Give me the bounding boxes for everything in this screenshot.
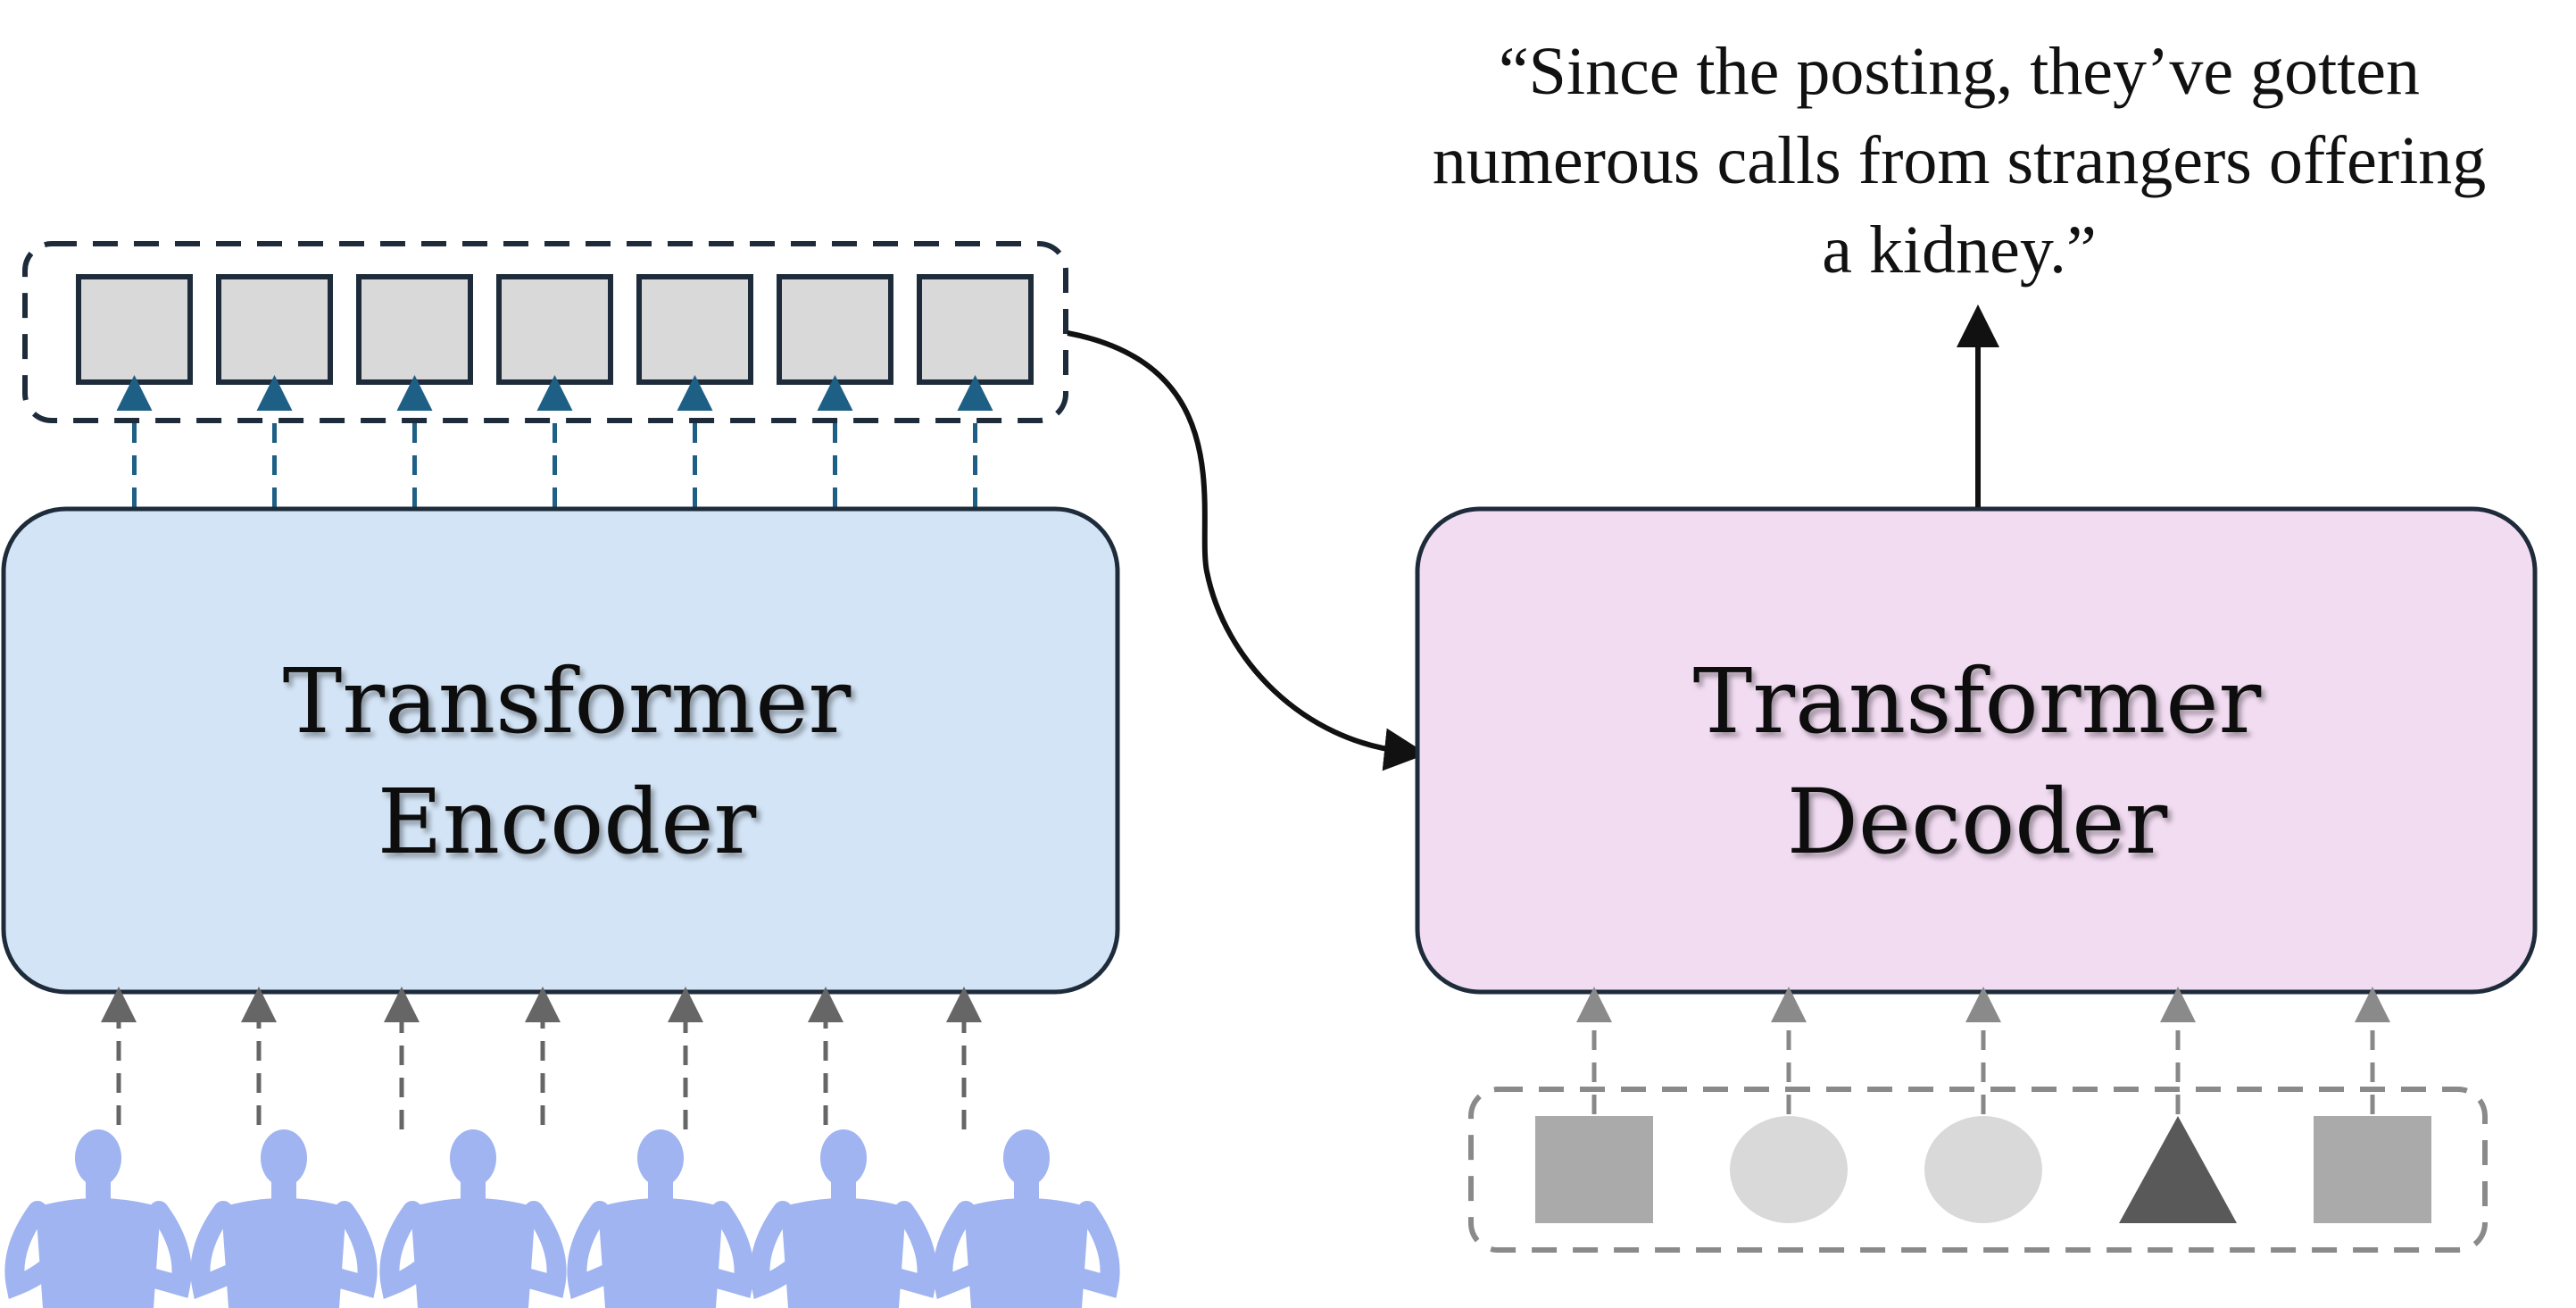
signing-body-figure-icon	[750, 1129, 937, 1308]
figure-head	[1003, 1129, 1050, 1187]
figure-left-arm	[4, 1201, 99, 1299]
encoder-label-line1: Transformer	[283, 649, 852, 754]
encoder-box	[1, 506, 1120, 995]
encoder-label-line2: Encoder	[378, 770, 757, 874]
figure-head	[637, 1129, 684, 1187]
figure-right-arm	[99, 1201, 192, 1298]
sign-pose-frames	[4, 1129, 1120, 1308]
decoder-input-tokens	[1468, 987, 2488, 1253]
signing-body-figure-icon	[190, 1129, 378, 1308]
token-square	[1535, 1116, 1653, 1223]
transformer-encoder-block: Transformer Encoder	[1, 506, 1120, 995]
decoder-label-line1: Transformer	[1693, 649, 2262, 754]
encoder-input-arrows	[101, 987, 982, 1129]
figure-left-arm	[750, 1201, 844, 1299]
embedding-box	[76, 274, 193, 385]
figure-head	[261, 1129, 307, 1187]
embeddings-dashed-container	[22, 241, 1068, 423]
embedding-box	[356, 274, 473, 385]
figure-right-arm	[474, 1201, 567, 1298]
decoder-label-line2: Decoder	[1787, 770, 2168, 874]
token-triangle	[2119, 1116, 2237, 1223]
figure-neck	[461, 1179, 486, 1200]
figure-neck	[831, 1179, 856, 1200]
embedding-box	[777, 274, 893, 385]
token-circle	[1730, 1116, 1848, 1223]
signing-body-figure-icon	[379, 1129, 567, 1308]
transformer-decoder-block: Transformer Decoder	[1415, 506, 2538, 995]
figure-left-arm	[567, 1201, 661, 1299]
figure-neck	[1014, 1179, 1039, 1200]
figure-right-arm	[844, 1201, 937, 1298]
encoder-embeddings	[22, 241, 1068, 423]
output-text-line3: a kidney.”	[1822, 212, 2096, 287]
token-circle	[1924, 1116, 2042, 1223]
output-text-line1: “Since the posting, they’ve gotten	[1499, 34, 2420, 109]
figure-right-arm	[661, 1201, 754, 1298]
embedding-box	[636, 274, 753, 385]
figure-neck	[648, 1179, 673, 1200]
output-sentence: “Since the posting, they’ve gotten numer…	[1433, 34, 2487, 287]
figure-head	[450, 1129, 496, 1187]
figure-left-arm	[190, 1201, 285, 1299]
output-text-line2: numerous calls from strangers offering	[1433, 123, 2487, 198]
figure-head	[75, 1129, 121, 1187]
signing-body-figure-icon	[933, 1129, 1120, 1308]
encoder-output-arrows	[116, 375, 993, 507]
embedding-box	[216, 274, 333, 385]
signing-body-figure-icon	[567, 1129, 754, 1308]
figure-neck	[86, 1179, 111, 1200]
encoder-to-decoder-arrow	[1067, 330, 1427, 771]
figure-right-arm	[1027, 1201, 1120, 1298]
figure-right-arm	[285, 1201, 378, 1298]
token-square	[2314, 1116, 2431, 1223]
embedding-box	[917, 274, 1034, 385]
signing-body-figure-icon	[4, 1129, 192, 1308]
figure-left-arm	[379, 1201, 474, 1299]
figure-neck	[271, 1179, 296, 1200]
figure-left-arm	[933, 1201, 1027, 1299]
embedding-box	[496, 274, 613, 385]
figure-head	[820, 1129, 867, 1187]
